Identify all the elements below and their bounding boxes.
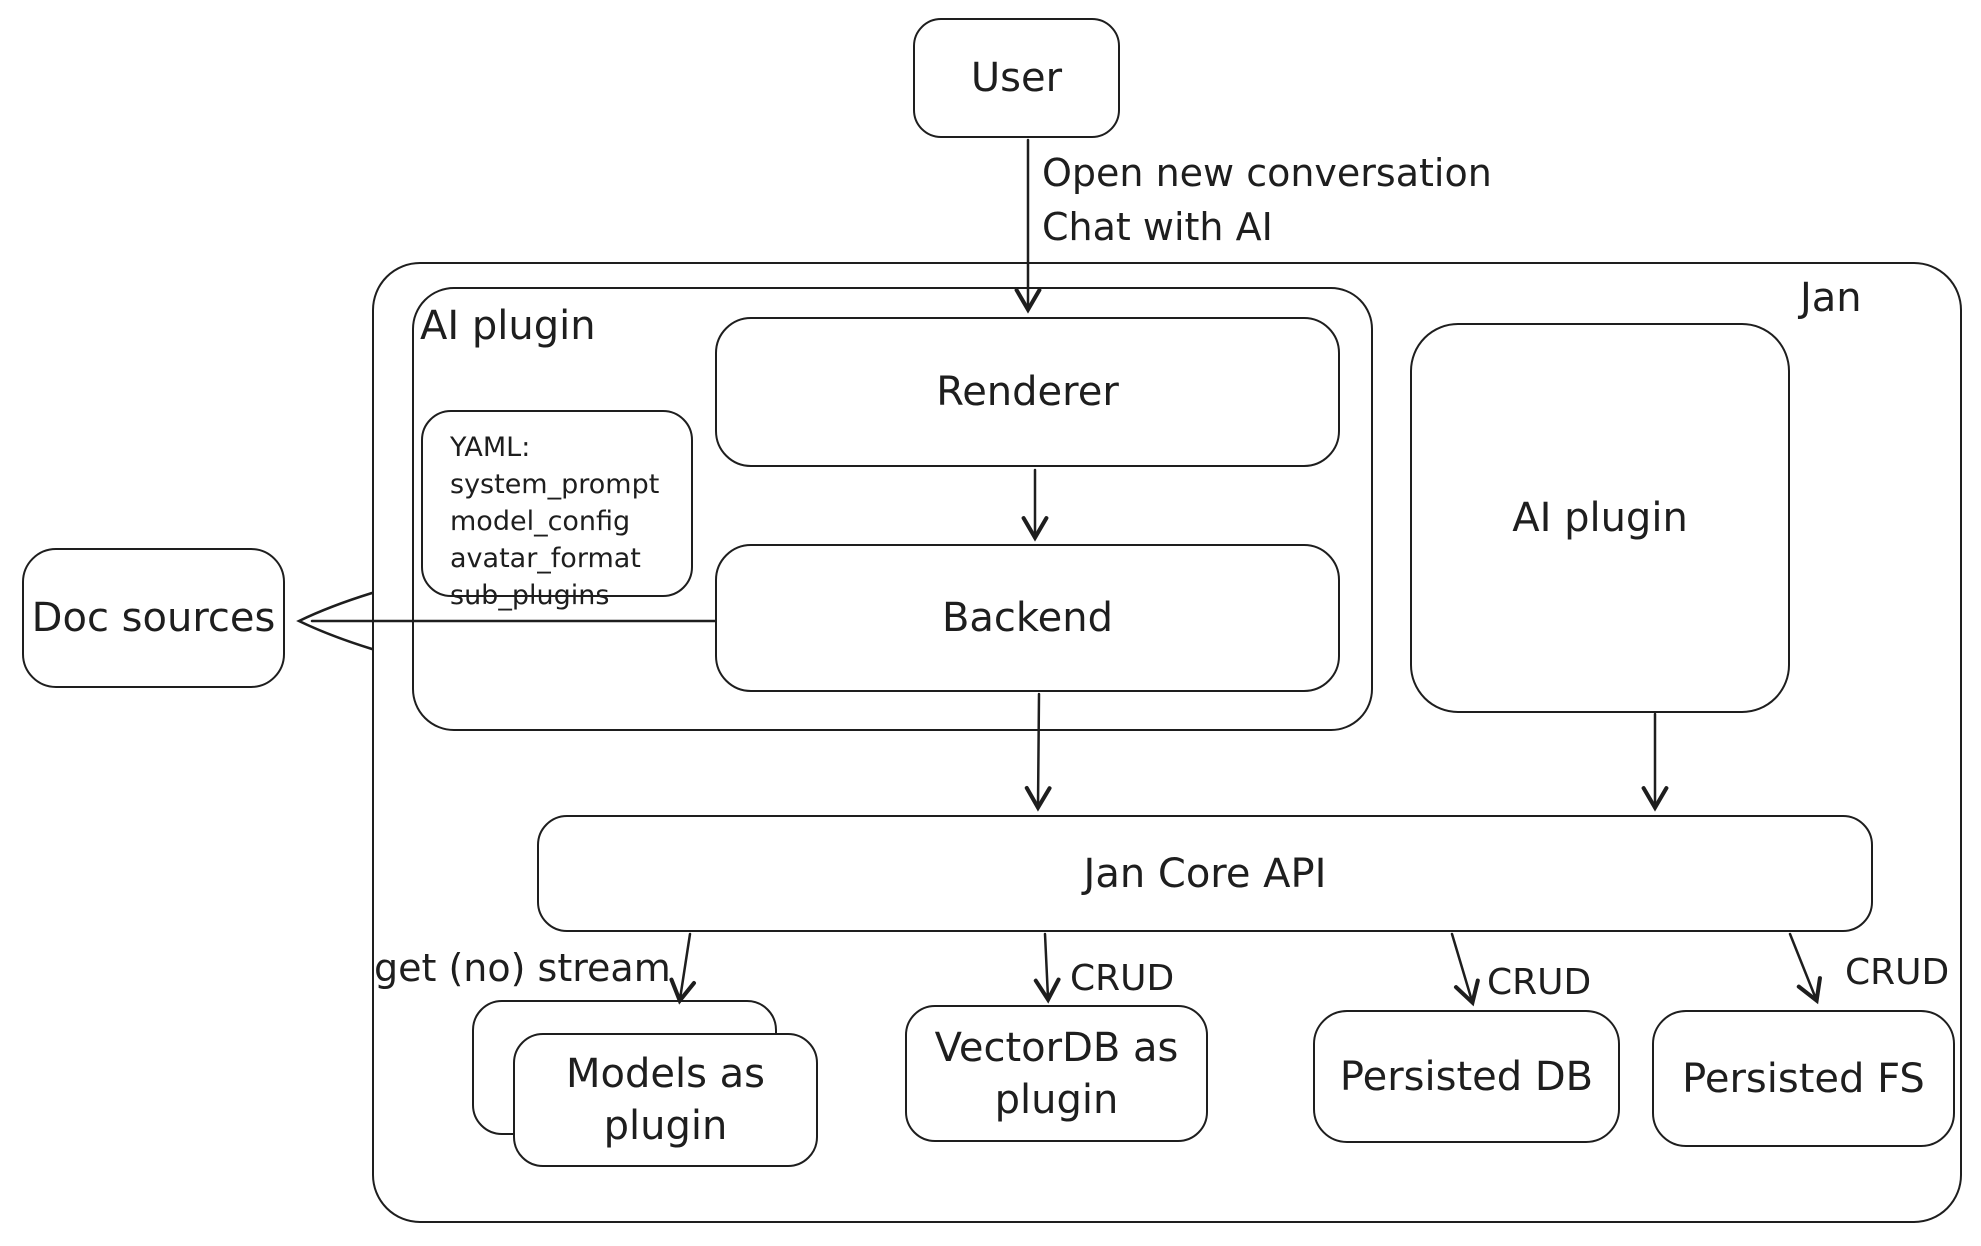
edge-label-crud-persisted-fs: CRUD (1845, 952, 1950, 993)
node-persisted-db-label: Persisted DB (1339, 1053, 1594, 1100)
container-jan-label: Jan (1800, 275, 1862, 321)
yaml-line: sub_plugins (450, 580, 610, 611)
yaml-line: avatar_format (450, 543, 641, 574)
node-renderer: Renderer (715, 317, 1340, 467)
node-persisted-db: Persisted DB (1313, 1010, 1620, 1143)
node-models-plugin-label: Models as plugin (565, 1051, 765, 1149)
yaml-line: system_prompt (450, 469, 660, 500)
node-jan-core-api-label: Jan Core API (1083, 850, 1327, 897)
node-yaml-note: YAML: system_prompt model_config avatar_… (421, 410, 693, 611)
node-doc-sources: Doc sources (22, 548, 285, 688)
node-jan-core-api: Jan Core API (537, 815, 1873, 932)
container-jan (372, 262, 1962, 1223)
node-ai-plugin-right-label: AI plugin (1512, 495, 1688, 541)
yaml-line: YAML: (450, 432, 531, 463)
node-vectordb-plugin-label: VectorDB as plugin (934, 1024, 1179, 1123)
arrow-backend-to-doc-sources-head (296, 591, 374, 651)
yaml-line: model_config (450, 506, 631, 537)
node-user-label: User (970, 55, 1063, 101)
edge-label-crud-persisted-db: CRUD (1487, 962, 1592, 1003)
edge-label-chat-with-ai: Chat with AI (1042, 205, 1273, 249)
node-persisted-fs-label: Persisted FS (1682, 1055, 1925, 1102)
yaml-note-text: YAML: system_prompt model_config avatar_… (423, 412, 691, 611)
node-backend: Backend (715, 544, 1340, 692)
node-renderer-label: Renderer (936, 369, 1119, 415)
node-vectordb-plugin: VectorDB as plugin (905, 1005, 1208, 1142)
edge-label-open-conversation: Open new conversation (1042, 151, 1492, 195)
node-ai-plugin-right: AI plugin (1410, 323, 1790, 713)
edge-label-crud-vectordb: CRUD (1070, 958, 1175, 999)
node-doc-sources-label: Doc sources (31, 595, 276, 641)
container-ai-plugin-label: AI plugin (420, 303, 596, 349)
node-user: User (913, 18, 1120, 138)
node-persisted-fs: Persisted FS (1652, 1010, 1955, 1147)
edge-label-get-no-stream: get (no) stream (374, 946, 671, 990)
container-ai-plugin (412, 287, 1373, 731)
node-backend-label: Backend (941, 595, 1114, 641)
node-models-plugin: Models as plugin (513, 1033, 818, 1167)
